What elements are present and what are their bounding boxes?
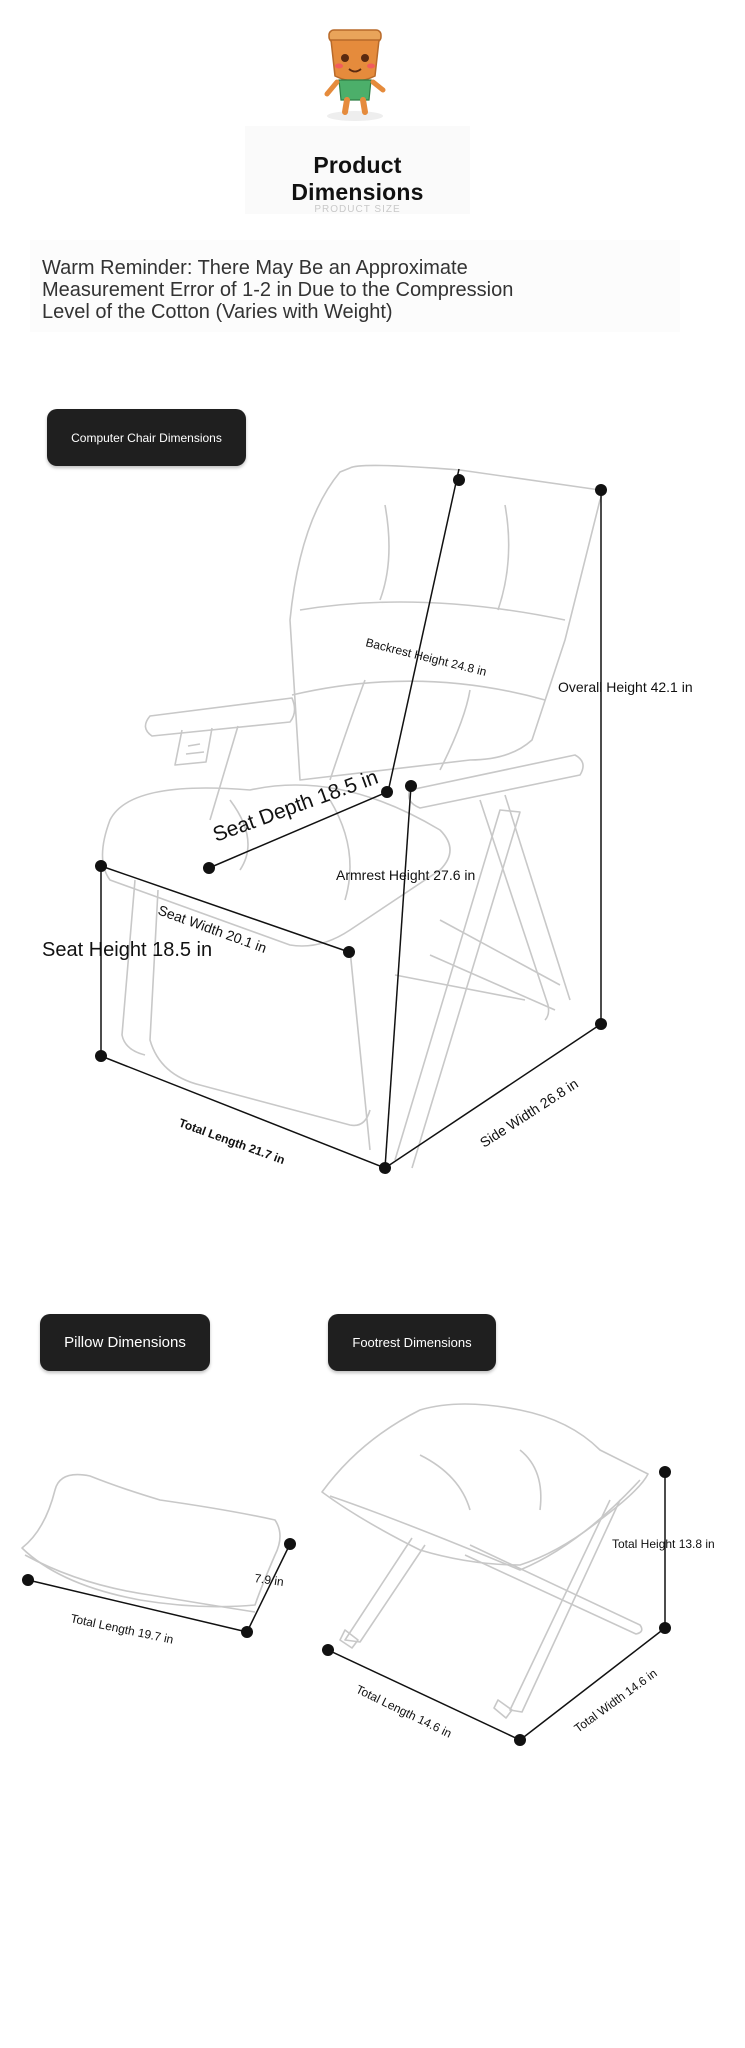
page-title: Product Dimensions	[291, 152, 424, 205]
page-subtitle: PRODUCT SIZE	[314, 204, 401, 215]
chair-dimension-points	[95, 474, 607, 1174]
pillow-dimension-lines	[27, 1543, 291, 1633]
side-width-label: Side Width 26.8 in	[477, 1075, 581, 1150]
title-card	[245, 126, 470, 214]
armrest-height-label: Armrest Height 27.6 in	[336, 867, 475, 883]
pillow-length-label: Total Length 19.7 in	[69, 1611, 174, 1646]
chair-section-label: Computer Chair Dimensions	[47, 409, 246, 466]
pillow-height-label: 7.9 in	[254, 1571, 285, 1589]
footrest-outline	[321, 1403, 649, 1719]
pillow-dimension-points	[22, 1538, 296, 1638]
footrest-height-label: Total Height 13.8 in	[612, 1537, 715, 1551]
footrest-length-label: Total Length 14.6 in	[354, 1682, 454, 1741]
reminder-line-1: Warm Reminder: There May Be an Approxima…	[42, 257, 468, 279]
pillow-section-label: Pillow Dimensions	[40, 1314, 210, 1371]
footrest-section-label: Footrest Dimensions	[328, 1314, 496, 1371]
chair-outline	[101, 464, 603, 1169]
chair-dimension-lines	[100, 468, 602, 1169]
reminder-line-3: Level of the Cotton (Varies with Weight)	[42, 301, 393, 323]
mascot-logo	[324, 29, 386, 121]
reminder-line-2: Measurement Error of 1-2 in Due to the C…	[42, 279, 514, 301]
backrest-height-label: Backrest Height 24.8 in	[364, 635, 488, 679]
footrest-dimension-points	[322, 1466, 671, 1746]
pillow-outline	[21, 1473, 281, 1613]
overall-height-label: Overall Height 42.1 in	[558, 679, 693, 695]
footrest-width-label: Total Width 14.6 in	[572, 1666, 660, 1735]
footrest-dimension-lines	[327, 1472, 666, 1741]
seat-height-label: Seat Height 18.5 in	[42, 939, 212, 961]
warm-reminder: Warm Reminder: There May Be an Approxima…	[42, 257, 602, 323]
reminder-card	[30, 240, 680, 332]
